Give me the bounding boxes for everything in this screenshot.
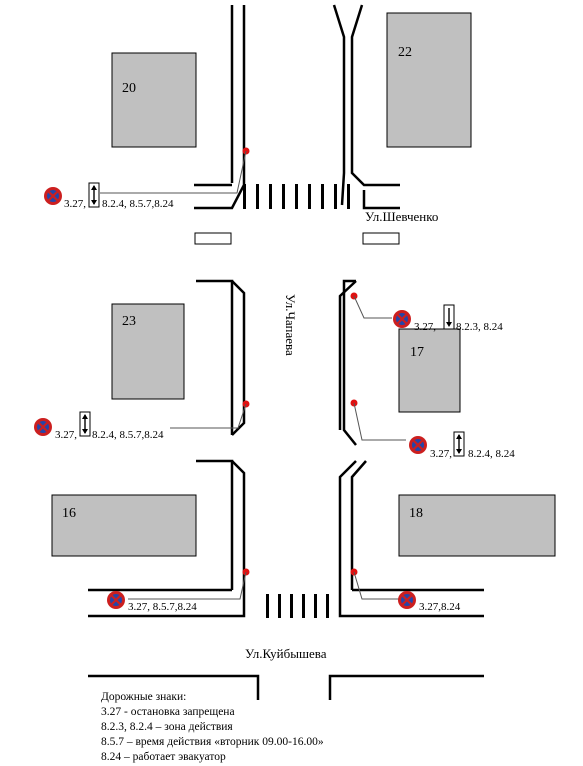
crosswalk-bottom	[266, 594, 329, 618]
road-edges-bottom	[88, 588, 484, 700]
sign-label: 3.27,	[55, 429, 77, 441]
building-22: 22	[386, 12, 472, 148]
sign-group-5: 3.27, 8.5.7,8.24	[105, 589, 197, 613]
sign-group-6: 3.27,8.24	[396, 589, 461, 613]
street-label-kuibysheva: Ул.Куйбышева	[245, 646, 327, 661]
zone-down-arrow-icon	[443, 304, 455, 330]
marker-mid-right-upper	[350, 292, 392, 319]
marker-bottom-left	[128, 568, 250, 600]
building-23: 23	[111, 303, 185, 400]
zone-both-arrow-icon	[79, 411, 91, 437]
building-number: 20	[122, 81, 136, 96]
zone-both-arrow-icon	[88, 182, 100, 208]
sign-label: 3.27,	[414, 321, 436, 333]
no-stopping-sign-icon	[42, 185, 64, 207]
no-stopping-sign-icon	[105, 589, 127, 611]
no-stopping-sign-icon	[391, 308, 413, 330]
sign-group-3: 3.27, 8.2.4, 8.5.7,8.24	[32, 411, 164, 441]
marker-mid-left	[170, 400, 250, 429]
building-20: 20	[111, 52, 197, 148]
legend-line: 8.24 – работает эвакуатор	[101, 751, 226, 763]
legend-title: Дорожные знаки:	[101, 691, 186, 703]
crosswalk-top	[243, 184, 350, 209]
sign-group-2: 3.27, 8.2.3, 8.24	[391, 304, 503, 333]
sign-group-4: 3.27, 8.2.4, 8.24	[407, 431, 515, 460]
no-stopping-sign-icon	[32, 416, 54, 438]
sign-label: 8.2.4, 8.5.7,8.24	[92, 429, 164, 441]
no-stopping-sign-icon	[407, 434, 429, 456]
traffic-island-right	[362, 232, 400, 245]
no-stopping-sign-icon	[396, 589, 418, 611]
sign-label: 3.27,8.24	[419, 601, 461, 613]
building-number: 18	[409, 506, 423, 521]
street-label-shevchenko: Ул.Шевченко	[365, 209, 438, 224]
building-16: 16	[51, 494, 197, 557]
building-number: 17	[410, 345, 424, 360]
road-edges-top	[194, 4, 400, 210]
legend-line: 8.2.3, 8.2.4 – зона действия	[101, 721, 233, 733]
legend: Дорожные знаки: 3.27 - остановка запреще…	[101, 691, 324, 763]
sign-label: 3.27,	[64, 198, 86, 210]
sign-label: 3.27, 8.5.7,8.24	[128, 601, 197, 613]
building-number: 23	[122, 314, 136, 329]
building-18: 18	[398, 494, 556, 557]
road-edges-middle	[196, 279, 367, 590]
building-17: 17	[398, 328, 461, 413]
building-number: 22	[398, 45, 412, 60]
legend-line: 3.27 - остановка запрещена	[101, 706, 235, 718]
street-label-chapaeva: Ул.Чапаева	[283, 294, 298, 356]
sign-label: 3.27,	[430, 448, 452, 460]
marker-bottom-right	[350, 568, 400, 600]
sign-group-1: 3.27, 8.2.4, 8.5.7,8.24	[42, 182, 174, 210]
marker-top-left	[100, 147, 250, 194]
sign-label: 8.2.4, 8.5.7,8.24	[102, 198, 174, 210]
zone-both-arrow-icon	[453, 431, 465, 457]
sign-label: 8.2.4, 8.24	[468, 448, 515, 460]
traffic-island-left	[194, 232, 232, 245]
building-number: 16	[62, 506, 76, 521]
sign-label: 8.2.3, 8.24	[456, 321, 503, 333]
legend-line: 8.5.7 – время действия «вторник 09.00-16…	[101, 736, 324, 748]
marker-mid-right-lower	[350, 399, 406, 441]
